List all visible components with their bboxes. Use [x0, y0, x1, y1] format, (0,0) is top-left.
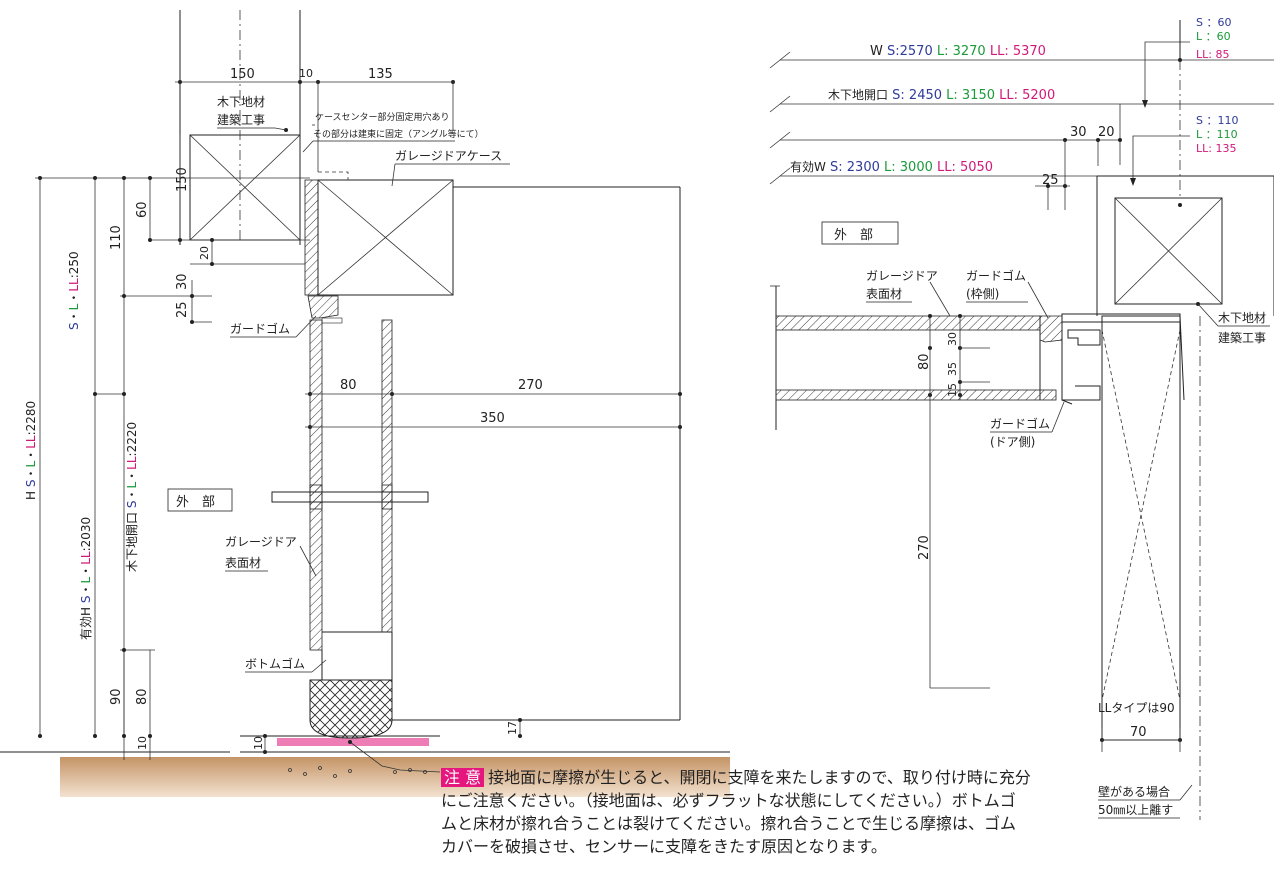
case-note-1: ケースセンター部分固定用穴あり [315, 111, 450, 123]
plan-guard-door-2: (ドア側) [990, 435, 1035, 449]
eff-h-label: 有効H S・L・LL:2030 [78, 517, 93, 640]
ll-type-note: LLタイプは90 [1098, 701, 1175, 715]
topright-ll85: LL: 85 [1196, 48, 1229, 61]
wood-base-label: 木下地材 [217, 95, 265, 109]
plan-exterior-label: 外 部 [834, 228, 873, 243]
dim-17: 17 [506, 721, 519, 735]
exterior-label: 外 部 [176, 495, 215, 510]
dim-dots [38, 80, 682, 754]
pebbles [288, 766, 427, 778]
dim-90: 90 [109, 688, 124, 705]
ground [60, 757, 730, 797]
caution-note: 注 意接地面に摩擦が生じると、開閉に支障を来たしますので、取り付け時に充分にご注… [441, 766, 1031, 858]
plan-view: W S:2570 L: 3270 LL: 5370 木下地開口 S: 2450 … [769, 16, 1274, 820]
face-label-1: ガレージドア [225, 535, 297, 549]
wall-note-2: 50㎜以上離す [1098, 803, 1173, 817]
section-view: 150 10 135 150 60 110 30 25 20 90 80 10 … [0, 10, 730, 797]
plan-dim-30v: 30 [946, 332, 959, 346]
plan-exterior-box [821, 221, 899, 245]
top-250-label: S・L・LL:250 [67, 251, 81, 330]
dim-80-door: 80 [340, 378, 357, 393]
dim-10-floor: 10 [252, 736, 265, 750]
plan-dim-15: 15 [946, 383, 959, 397]
exterior-box [167, 488, 233, 512]
plan-dim-30: 30 [1070, 125, 1087, 140]
dim-30: 30 [175, 273, 190, 290]
garage-case-label: ガレージドアケース [395, 149, 502, 163]
wall-note-1: 壁がある場合 [1098, 784, 1170, 799]
floor-pad [277, 738, 429, 746]
dim-10-left: 10 [136, 736, 149, 750]
plan-guard-door-1: ガードゴム [990, 416, 1050, 431]
bottom-rubber-label: ボトムゴム [245, 656, 305, 671]
plan-wood-base-2: 建築工事 [1218, 330, 1266, 345]
plan-guard-frame-2: (枠側) [966, 287, 999, 301]
plan-dim-80: 80 [917, 353, 932, 370]
dim-10: 10 [299, 67, 313, 80]
dim-25: 25 [175, 301, 190, 318]
plan-dim-35: 35 [946, 362, 959, 376]
face-label-2: 表面材 [225, 556, 261, 570]
opening-w-label: 木下地開口 S: 2450 L: 3150 LL: 5200 [828, 88, 1055, 103]
case-note-2: その部分は建東に固定（アングル等にて） [313, 128, 484, 140]
plan-dim-20: 20 [1098, 125, 1115, 140]
plan-guard-frame-1: ガードゴム [966, 268, 1026, 283]
topright-l60: L ：60 [1196, 30, 1231, 43]
h-label: H S・L・LL:2280 [24, 401, 38, 500]
topright-s60: S ：60 [1196, 16, 1231, 29]
dim-110: 110 [109, 225, 124, 250]
plan-face-1: ガレージドア [866, 269, 938, 283]
dim-135: 135 [368, 67, 393, 82]
plan-dim-25: 25 [1042, 173, 1059, 188]
opening-h-label: 木下地開口 S・L・LL:2220 [125, 422, 139, 572]
topright-l110: L ：110 [1196, 128, 1238, 141]
plan-dim-70: 70 [1130, 725, 1147, 740]
plan-dim-270: 270 [917, 535, 932, 560]
plan-face-2: 表面材 [866, 287, 902, 301]
dim-20: 20 [198, 246, 211, 260]
dim-350-door: 350 [480, 411, 505, 426]
wood-base-sub: 建築工事 [217, 112, 265, 127]
plan-wood-base-1: 木下地材 [1218, 311, 1266, 325]
w-dim-label: W S:2570 L: 3270 LL: 5370 [870, 44, 1046, 59]
dim-270-door: 270 [518, 378, 543, 393]
dim-150: 150 [230, 67, 255, 82]
caution-badge: 注 意 [441, 768, 485, 787]
caution-text: 接地面に摩擦が生じると、開閉に支障を来たしますので、取り付け時に充分にご注意くだ… [441, 768, 1031, 856]
eff-w-label: 有効W S: 2300 L: 3000 LL: 5050 [790, 159, 993, 175]
dim-150-vertical: 150 [175, 167, 190, 192]
dim-60: 60 [135, 201, 150, 218]
topright-ll135: LL: 135 [1196, 142, 1236, 155]
topright-s110: S ：110 [1196, 114, 1238, 127]
dim-80-left: 80 [135, 688, 150, 705]
guard-rubber-label: ガードゴム [230, 321, 290, 336]
